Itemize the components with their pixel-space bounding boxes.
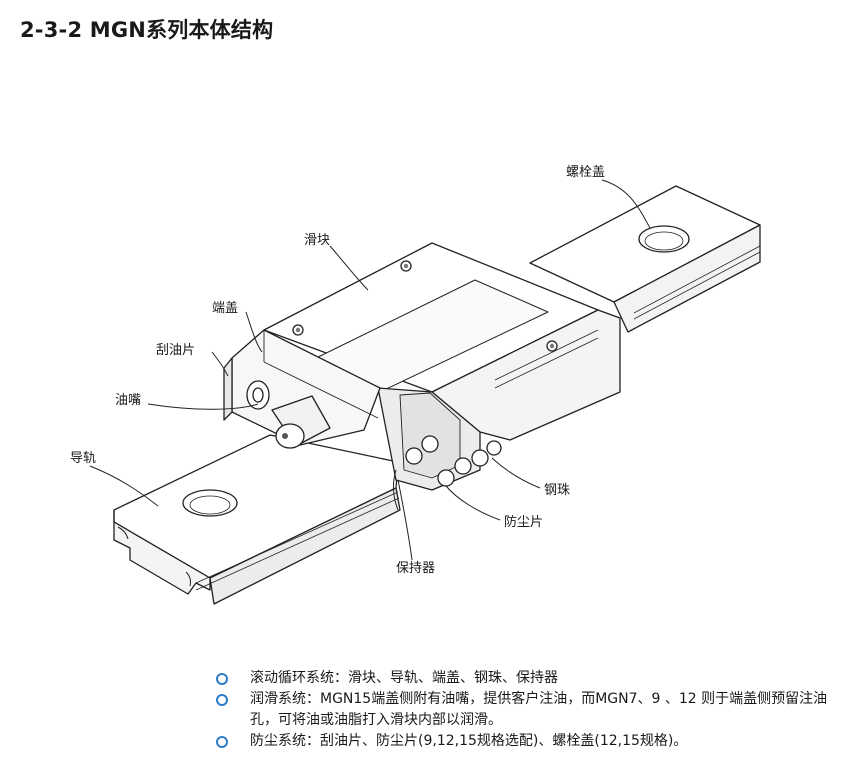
label-slider: 滑块	[304, 233, 330, 248]
label-nozzle: 油嘴	[115, 393, 141, 408]
ring-bullet-icon	[216, 673, 228, 685]
ring-bullet-icon	[216, 694, 228, 706]
slider-block	[223, 242, 621, 511]
rail-back	[529, 185, 761, 333]
label-dust-seal: 防尘片	[504, 514, 543, 530]
label-retainer: 保持器	[396, 561, 435, 576]
label-end-cap: 端盖	[212, 301, 238, 316]
mgn-structure-diagram: 螺栓盖 滑块 端盖 刮油片 油嘴 导轨 钢珠 防尘片 保持器	[70, 165, 761, 605]
ring-bullet-icon	[216, 736, 228, 748]
rail-front	[113, 434, 401, 605]
feature-text: 防尘系统：刮油片、防尘片(9,12,15规格选配)、螺栓盖(12,15规格)。	[250, 733, 688, 749]
label-rail: 导轨	[70, 451, 96, 466]
leader-lines	[89, 179, 651, 561]
feature-item: 润滑系统：MGN15端盖侧附有油嘴，提供客户注油，而MGN7、9 、12 则于端…	[216, 689, 836, 731]
feature-item: 滚动循环系统：滑块、导轨、端盖、钢珠、保持器	[216, 668, 836, 689]
label-steel-ball: 钢珠	[544, 483, 570, 498]
feature-item: 防尘系统：刮油片、防尘片(9,12,15规格选配)、螺栓盖(12,15规格)。	[216, 731, 836, 752]
label-scraper: 刮油片	[156, 343, 195, 358]
label-bolt-cap: 螺栓盖	[566, 165, 605, 180]
feature-text: 润滑系统：MGN15端盖侧附有油嘴，提供客户注油，而MGN7、9 、12 则于端…	[250, 691, 828, 728]
grease-nozzle	[246, 380, 331, 449]
page-title: 2-3-2 MGN系列本体结构	[20, 18, 274, 42]
feature-text: 滚动循环系统：滑块、导轨、端盖、钢珠、保持器	[250, 670, 558, 686]
feature-list: 滚动循环系统：滑块、导轨、端盖、钢珠、保持器 润滑系统：MGN15端盖侧附有油嘴…	[216, 668, 836, 752]
